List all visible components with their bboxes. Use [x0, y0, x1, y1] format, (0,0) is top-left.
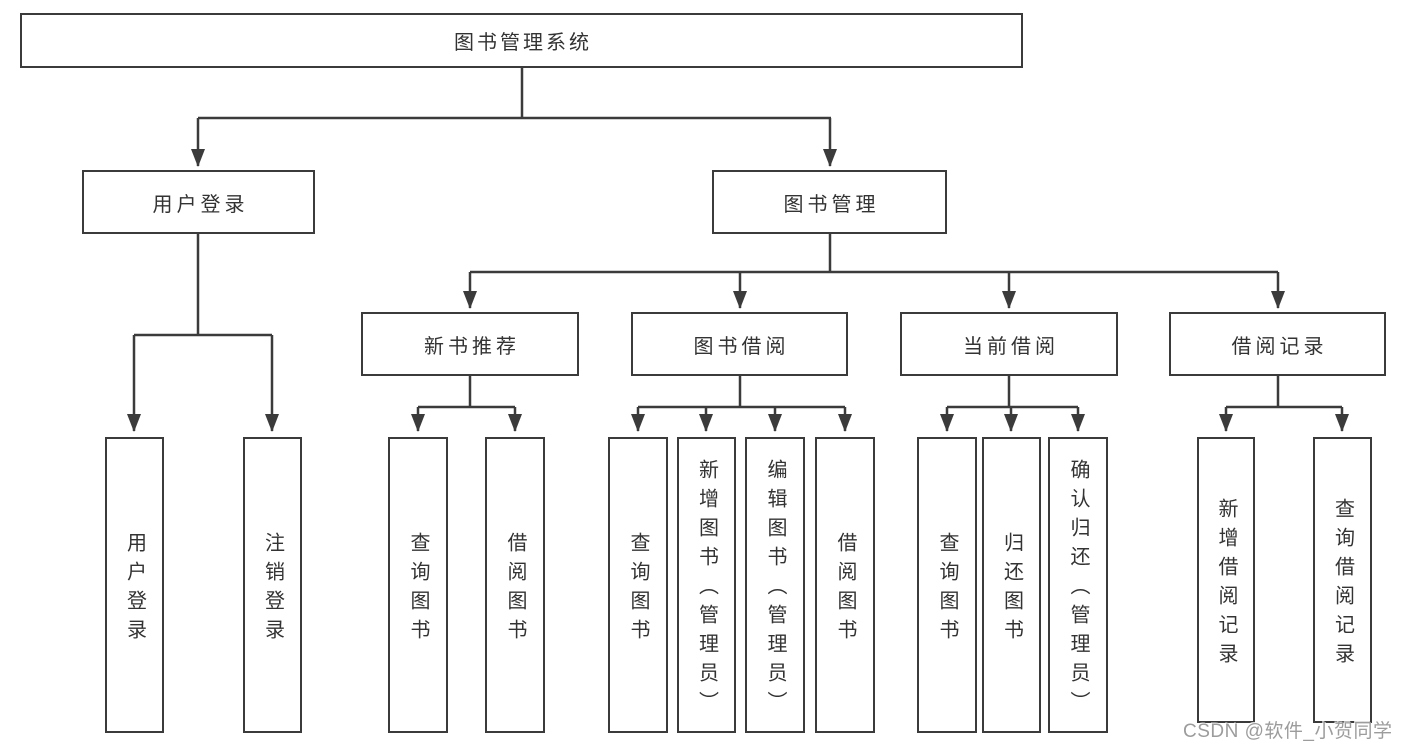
leaf-add-book-admin: 新增图书（管理员） — [677, 437, 736, 733]
leaf-user-login: 用户登录 — [105, 437, 164, 733]
leaf-borrow-books: 借阅图书 — [815, 437, 875, 733]
leaf-query-books-current-label: 查询图书 — [936, 531, 958, 648]
leaf-confirm-return-admin: 确认归还（管理员） — [1048, 437, 1108, 733]
leaf-borrow-books-recommend-label: 借阅图书 — [504, 531, 526, 648]
leaf-edit-book-admin: 编辑图书（管理员） — [745, 437, 805, 733]
node-book-management: 图书管理 — [712, 170, 947, 234]
leaf-edit-book-admin-label: 编辑图书（管理员） — [764, 459, 786, 720]
leaf-query-books-borrow: 查询图书 — [608, 437, 668, 733]
leaf-add-book-admin-label: 新增图书（管理员） — [695, 459, 718, 720]
node-current-borrow: 当前借阅 — [900, 312, 1118, 376]
leaf-borrow-books-recommend: 借阅图书 — [485, 437, 545, 733]
tree-bus-lines — [134, 68, 1342, 409]
leaf-add-borrow-record-label: 新增借阅记录 — [1215, 497, 1237, 672]
leaf-query-books-recommend-label: 查询图书 — [407, 531, 429, 648]
leaf-query-books-recommend: 查询图书 — [388, 437, 448, 733]
leaf-logout: 注销登录 — [243, 437, 302, 733]
leaf-return-books-label: 归还图书 — [1000, 531, 1023, 648]
node-book-borrow: 图书借阅 — [631, 312, 848, 376]
leaf-query-books-borrow-label: 查询图书 — [627, 531, 649, 648]
node-root: 图书管理系统 — [20, 13, 1023, 68]
leaf-query-borrow-record: 查询借阅记录 — [1313, 437, 1372, 723]
leaf-return-books: 归还图书 — [982, 437, 1041, 733]
leaf-add-borrow-record: 新增借阅记录 — [1197, 437, 1255, 723]
leaf-query-books-current: 查询图书 — [917, 437, 977, 733]
node-borrow-records-label: 借阅记录 — [1231, 335, 1328, 358]
node-new-book-recommend-label: 新书推荐 — [424, 335, 520, 358]
node-new-book-recommend: 新书推荐 — [361, 312, 579, 376]
leaf-logout-label: 注销登录 — [261, 531, 284, 648]
csdn-watermark: CSDN @软件_小贺同学 — [1183, 721, 1393, 742]
node-user-login: 用户登录 — [82, 170, 315, 234]
leaf-user-login-label: 用户登录 — [123, 531, 146, 648]
leaf-query-borrow-record-label: 查询借阅记录 — [1331, 497, 1354, 672]
leaf-borrow-books-label: 借阅图书 — [834, 531, 856, 648]
leaf-confirm-return-admin-label: 确认归还（管理员） — [1067, 459, 1089, 720]
node-book-management-label: 图书管理 — [783, 193, 880, 216]
node-current-borrow-label: 当前借阅 — [963, 335, 1059, 358]
node-root-label: 图书管理系统 — [454, 32, 592, 54]
node-book-borrow-label: 图书借阅 — [693, 335, 790, 358]
node-user-login-label: 用户登录 — [152, 193, 249, 216]
node-borrow-records: 借阅记录 — [1169, 312, 1386, 376]
